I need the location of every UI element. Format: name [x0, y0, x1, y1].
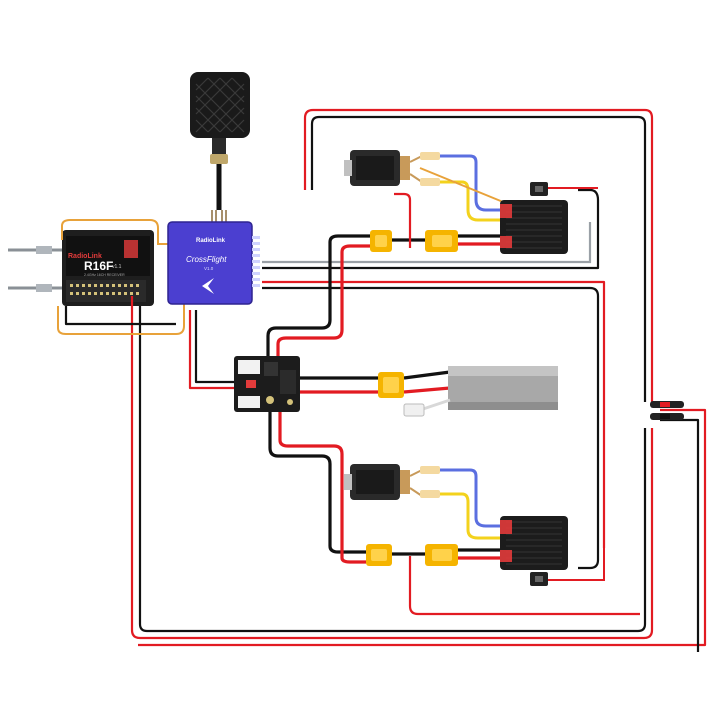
receiver-brand: RadioLink [68, 253, 102, 260]
receiver-fc-cables [57, 219, 185, 335]
fc-name: CrossFlight [186, 255, 227, 264]
fc-to-esc-signal-wires [262, 188, 606, 570]
lipo-battery [378, 366, 558, 417]
receiver-version: v1.1 [112, 264, 122, 270]
vtx-antenna [190, 72, 250, 226]
receiver-r16f: RadioLink R16F v1.1 2.4GHz 16CH RECEIVER [8, 230, 154, 306]
upper-motor [344, 150, 440, 186]
fc-arrow-logo [202, 278, 214, 294]
battery-xt60-connector [378, 372, 404, 398]
fc-version: V1.0 [204, 266, 214, 271]
fc-brand: RadioLink [196, 238, 226, 244]
lower-esc [500, 516, 605, 586]
upper-esc [500, 182, 598, 254]
lower-motor [344, 464, 440, 500]
flight-controller-crossflight: RadioLink CrossFlight V1.0 [167, 221, 260, 305]
lower-xt60-pair [366, 544, 458, 566]
receiver-pin-header [66, 280, 146, 302]
upper-xt60-pair [370, 230, 458, 252]
receiver-model: R16F [84, 259, 113, 273]
loop-inline-connector [650, 401, 684, 420]
motor-lead-wires [419, 154, 509, 540]
fc-side-pins [252, 236, 260, 287]
power-distribution-wires [188, 192, 640, 616]
receiver-subtitle: 2.4GHz 16CH RECEIVER [84, 273, 125, 277]
power-distribution-board [234, 356, 300, 412]
